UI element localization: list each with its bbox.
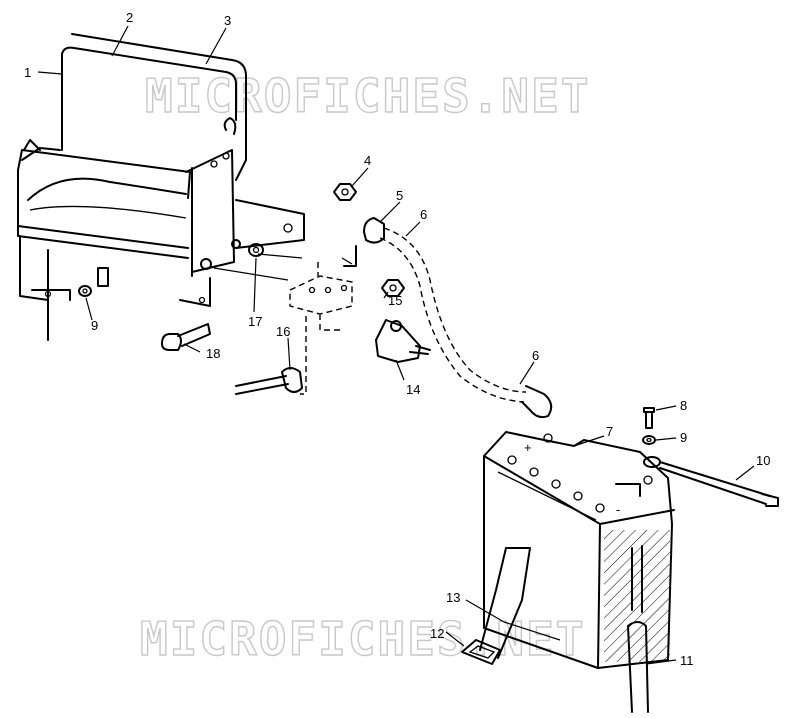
watermark-bottom: MICROFICHES.NET [140, 612, 585, 666]
callout-8: 8 [680, 398, 687, 413]
callout-18: 18 [206, 346, 220, 361]
callout-1: 1 [24, 65, 31, 80]
callout-11: 11 [680, 653, 694, 668]
callout-6-upper: 6 [420, 207, 427, 222]
battery-box [17, 53, 305, 341]
watermark-top: MICROFICHES.NET [145, 69, 590, 123]
callout-6-lower: 6 [532, 348, 539, 363]
callout-12: 12 [430, 626, 444, 641]
battery-minus-symbol: - [616, 502, 620, 517]
callout-4: 4 [364, 153, 371, 168]
battery-box-cover [61, 33, 247, 181]
nut-15 [381, 279, 405, 297]
callout-2: 2 [126, 10, 133, 25]
bolt-18 [161, 323, 211, 351]
battery-7: + - [483, 431, 675, 669]
vent-tube-11 [627, 545, 649, 713]
washer-right [642, 435, 656, 445]
terminal-block-dashed [213, 253, 353, 395]
callouts: 1 2 3 4 5 6 6 7 8 9 9 10 11 12 13 14 15 … [24, 10, 770, 668]
screw-8 [643, 407, 655, 429]
negative-cable-10 [643, 456, 779, 507]
washer-left [78, 267, 109, 297]
callout-14: 14 [406, 382, 420, 397]
callout-9-right: 9 [680, 430, 687, 445]
relay-14 [375, 319, 431, 363]
callout-13: 13 [446, 590, 460, 605]
buckle-12 [461, 639, 501, 665]
callout-5: 5 [396, 188, 403, 203]
callout-9-left: 9 [91, 318, 98, 333]
cable-16 [235, 367, 303, 395]
leader-lines [37, 25, 755, 665]
battery-plus-symbol: + [524, 440, 532, 455]
callout-10: 10 [756, 453, 770, 468]
nut-4 [333, 183, 357, 201]
washer-17 [200, 239, 264, 270]
callout-17: 17 [248, 314, 262, 329]
callout-7: 7 [606, 424, 613, 439]
callout-16: 16 [276, 324, 290, 339]
callout-15: 15 [388, 293, 402, 308]
positive-cable-6 [343, 217, 553, 419]
strap-13 [479, 547, 531, 659]
callout-3: 3 [224, 13, 231, 28]
